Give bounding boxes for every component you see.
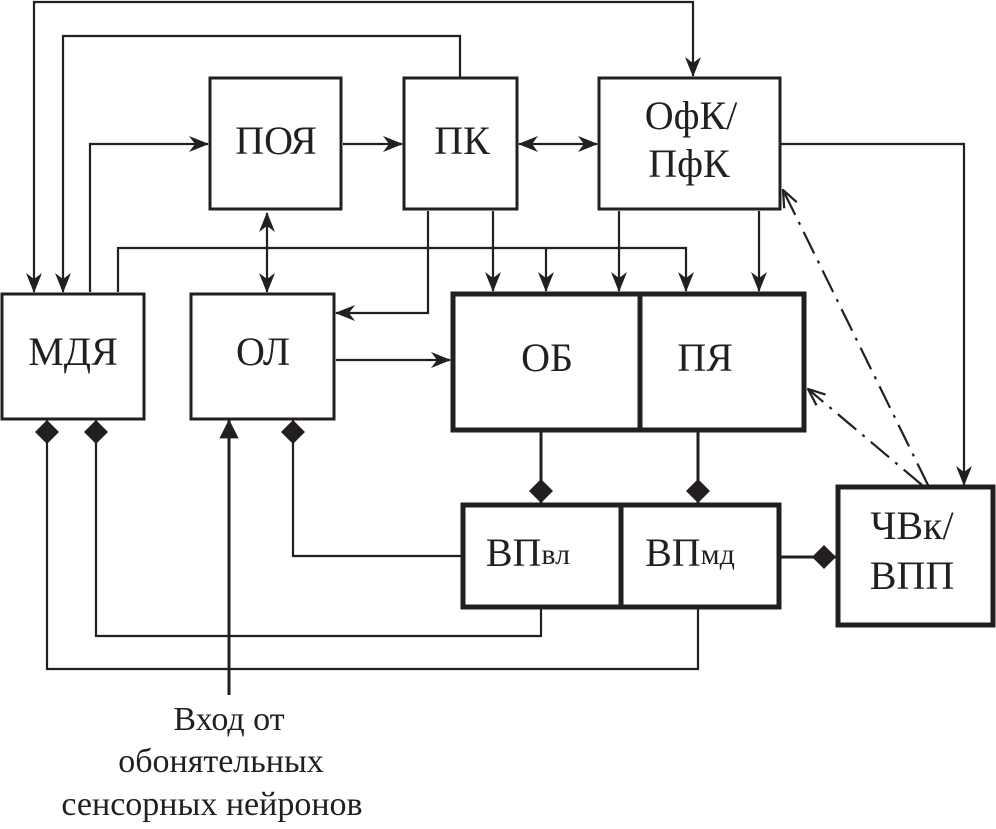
node-poya: ПОЯ bbox=[208, 76, 343, 211]
edge-pk-ol bbox=[335, 211, 430, 321]
input-caption-line3: сенсорных нейронов bbox=[61, 786, 362, 823]
node-vpvl-label: ВПвл bbox=[486, 530, 570, 575]
edge-mdya-poya bbox=[88, 136, 209, 292]
input-caption: Вход от обонятельных сенсорных нейронов bbox=[61, 701, 362, 823]
edge-ofk-chvk bbox=[780, 142, 972, 486]
edge-mdya-ofk-loop bbox=[26, 0, 701, 293]
node-pya-label: ПЯ bbox=[677, 335, 733, 380]
node-mdya-label: МДЯ bbox=[28, 329, 118, 374]
node-vpvl-label-sub: вл bbox=[541, 538, 570, 571]
node-ofk-label-line2: ПфК bbox=[648, 141, 730, 186]
edge-mdya-bus bbox=[116, 246, 694, 292]
node-vpvl: ВПвл bbox=[460, 502, 624, 610]
node-pya: ПЯ bbox=[637, 291, 807, 433]
node-pk: ПК bbox=[402, 76, 519, 211]
node-mdya: МДЯ bbox=[0, 292, 146, 421]
node-vpvl-label-main: ВП bbox=[486, 530, 542, 575]
node-vpmd: ВПмд bbox=[618, 502, 782, 610]
node-ob: ОБ bbox=[450, 291, 643, 433]
node-ol-label: ОЛ bbox=[236, 329, 290, 374]
node-chvk-label-line2: ВПП bbox=[870, 553, 954, 598]
input-caption-line2: обонятельных bbox=[118, 743, 324, 780]
node-ob-label: ОБ bbox=[521, 335, 573, 380]
node-ofk-label-line1: ОфК/ bbox=[645, 93, 738, 138]
node-pk-label: ПК bbox=[434, 118, 490, 163]
node-vpmd-label: ВПмд bbox=[645, 530, 735, 575]
node-chvk-label-line1: ЧВк/ bbox=[870, 503, 954, 548]
edge-vpmd-mdya bbox=[35, 420, 700, 671]
edge-vpvl-mdya bbox=[84, 420, 543, 638]
edge-chvk-ofk-dashdot bbox=[783, 190, 929, 486]
node-vpmd-label-sub: мд bbox=[701, 538, 735, 571]
edge-pk-mdya bbox=[55, 34, 462, 293]
node-vpmd-label-main: ВП bbox=[645, 530, 701, 575]
node-ol: ОЛ bbox=[189, 292, 336, 421]
node-poya-label: ПОЯ bbox=[235, 118, 317, 163]
node-ofk-pfk: ОфК/ ПфК bbox=[597, 76, 782, 211]
input-caption-line1: Вход от bbox=[173, 701, 284, 738]
node-chvk-vpp: ЧВк/ ВПП bbox=[835, 484, 996, 628]
edge-vpvl-ol bbox=[281, 420, 462, 558]
